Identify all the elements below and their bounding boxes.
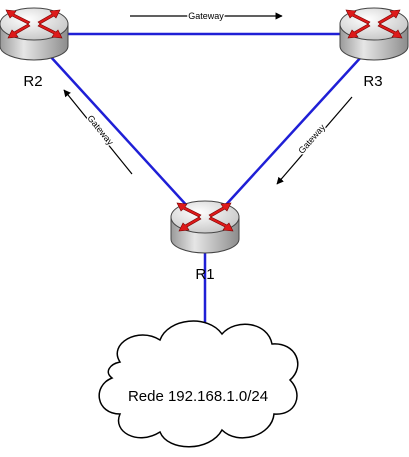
link-r2-r1 (49, 55, 201, 221)
router-r3 (339, 7, 409, 61)
gateway-arrow-left: Gateway (63, 89, 133, 175)
cloud-icon (98, 320, 299, 448)
router-label-r3: R3 (363, 73, 382, 90)
network-cloud: Rede 192.168.1.0/24 (98, 320, 299, 448)
gateway-arrow-top: Gateway (130, 10, 283, 23)
gateway-label-left: Gateway (85, 113, 115, 147)
router-label-r1: R1 (195, 266, 214, 283)
gateway-label-top: Gateway (188, 11, 224, 21)
router-r2 (0, 7, 69, 61)
link-r3-r1 (211, 55, 363, 221)
router-icon (0, 7, 69, 61)
gateway-label-right: Gateway (296, 122, 327, 156)
network-label: Rede 192.168.1.0/24 (128, 388, 268, 405)
router-icon (170, 200, 240, 254)
router-label-r2: R2 (23, 73, 42, 90)
gateway-arrow-right: Gateway (276, 96, 353, 185)
links (38, 32, 372, 350)
router-icon (339, 7, 409, 61)
router-r1 (170, 200, 240, 254)
